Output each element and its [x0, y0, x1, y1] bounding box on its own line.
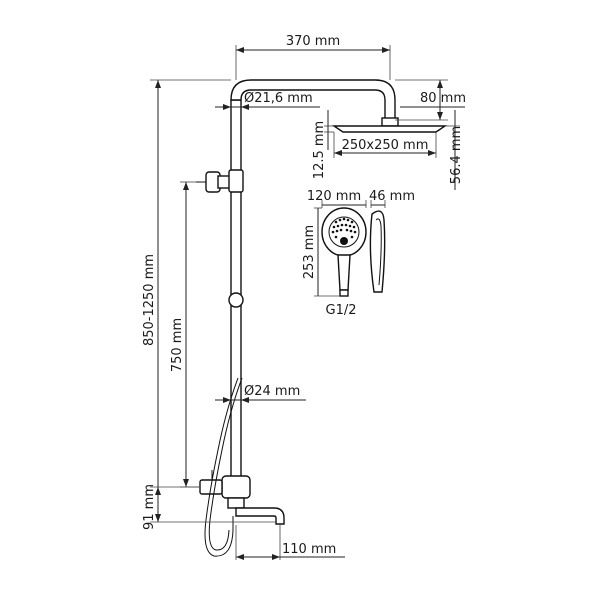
label-riser-diameter: Ø24 mm — [244, 384, 300, 399]
diverter-knob — [196, 169, 244, 193]
dimension-head-size: 250x250 mm — [333, 132, 437, 158]
mixer-body — [199, 470, 251, 509]
dimension-total-height: 850-1250 mm — [142, 79, 231, 522]
spray-face-center — [340, 237, 348, 245]
shower-hose — [204, 377, 239, 557]
dimension-spout-length: 110 mm — [235, 525, 345, 560]
slide-holder — [228, 292, 244, 308]
label-spout-height: 91 mm — [142, 484, 157, 530]
label-hand-connection: G1/2 — [326, 303, 357, 318]
label-hand-width: 120 mm — [307, 189, 361, 204]
label-arm-length: 370 mm — [286, 34, 340, 49]
dimension-riser-diameter: Ø24 mm — [215, 384, 306, 403]
dimension-arm-length: 370 mm — [235, 34, 391, 80]
hand-shower-detail: 120 mm 46 mm 253 mm G1/2 — [302, 189, 415, 318]
shower-column — [196, 79, 448, 557]
label-head-height: 56.4 mm — [449, 126, 464, 184]
dimension-head-height: 56.4 mm — [445, 110, 464, 190]
bath-spout — [235, 507, 285, 525]
label-arm-diameter: Ø21,6 mm — [244, 91, 313, 106]
label-total-height: 850-1250 mm — [142, 254, 157, 346]
hand-shower-side — [369, 210, 386, 293]
riser-pipe — [230, 99, 242, 479]
dimension-arm-diameter: Ø21,6 mm — [215, 91, 320, 110]
rain-shower-head — [331, 125, 448, 133]
label-slide-range: 750 mm — [170, 318, 185, 372]
label-hand-length: 253 mm — [302, 225, 317, 279]
label-hand-depth: 46 mm — [369, 189, 415, 204]
dimension-spout-height: 91 mm — [142, 484, 276, 530]
hand-shower-front — [321, 207, 367, 297]
dimension-slide-range: 750 mm — [170, 181, 200, 488]
dimension-head-offset: 80 mm — [395, 79, 466, 121]
head-connector — [381, 117, 399, 127]
label-spout-length: 110 mm — [282, 542, 336, 557]
dimension-head-thickness: 12.5 mm — [312, 110, 334, 179]
label-head-offset: 80 mm — [420, 91, 466, 106]
label-head-size: 250x250 mm — [342, 138, 429, 153]
label-head-thickness: 12.5 mm — [312, 121, 327, 179]
